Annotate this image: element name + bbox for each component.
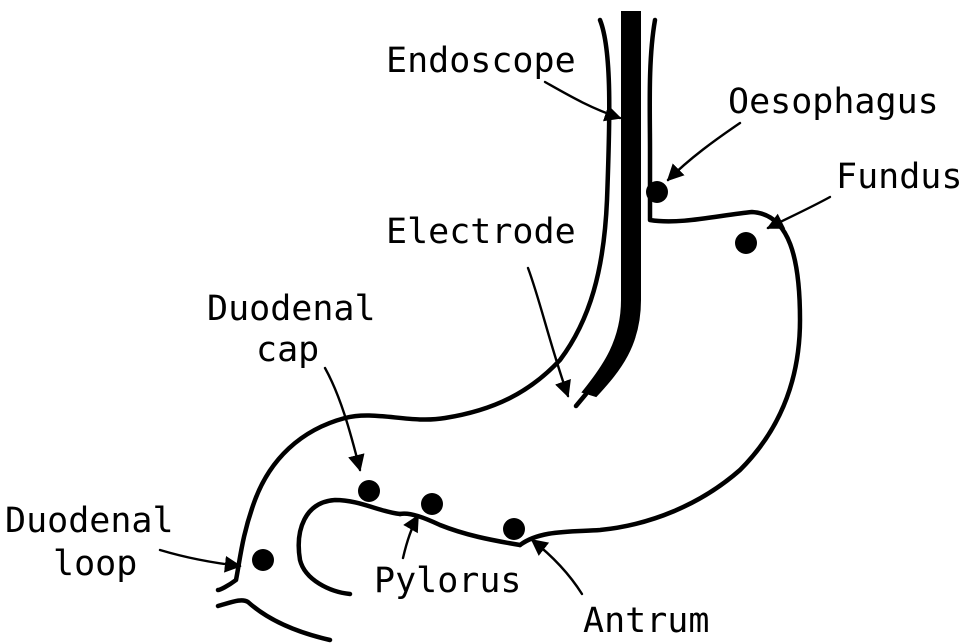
duodenal-lower-wall bbox=[218, 600, 330, 640]
label-electrode: Electrode bbox=[386, 212, 576, 252]
label-antrum: Antrum bbox=[583, 601, 709, 641]
electrode-dot-oesophagus bbox=[646, 181, 668, 203]
arrow-pylorus bbox=[403, 516, 418, 558]
arrow-fundus bbox=[768, 197, 830, 228]
label-oesophagus: Oesophagus bbox=[728, 82, 939, 122]
label-duodenal-loop-line1: Duodenal bbox=[5, 501, 174, 541]
electrode-dot-duodenal-loop bbox=[252, 549, 274, 571]
electrode-tip bbox=[576, 394, 586, 406]
label-pylorus: Pylorus bbox=[374, 561, 522, 601]
duodenal-outer-wall bbox=[218, 418, 345, 590]
label-endoscope: Endoscope bbox=[386, 41, 576, 81]
arrow-oesophagus bbox=[668, 123, 740, 180]
electrode-dot-pylorus bbox=[421, 493, 443, 515]
arrow-duodenal-loop bbox=[160, 550, 240, 566]
label-fundus: Fundus bbox=[836, 157, 962, 197]
arrow-electrode bbox=[528, 268, 568, 396]
electrode-dot-fundus bbox=[735, 232, 757, 254]
label-duodenal-cap-line1: Duodenal bbox=[207, 289, 376, 329]
endoscope-tube bbox=[583, 12, 640, 396]
arrow-antrum bbox=[532, 540, 582, 594]
label-duodenal-loop-line2: loop bbox=[53, 544, 137, 584]
electrode-dot-duodenal-cap bbox=[358, 480, 380, 502]
label-duodenal-cap-line2: cap bbox=[256, 330, 319, 370]
electrode-dot-antrum bbox=[503, 518, 525, 540]
